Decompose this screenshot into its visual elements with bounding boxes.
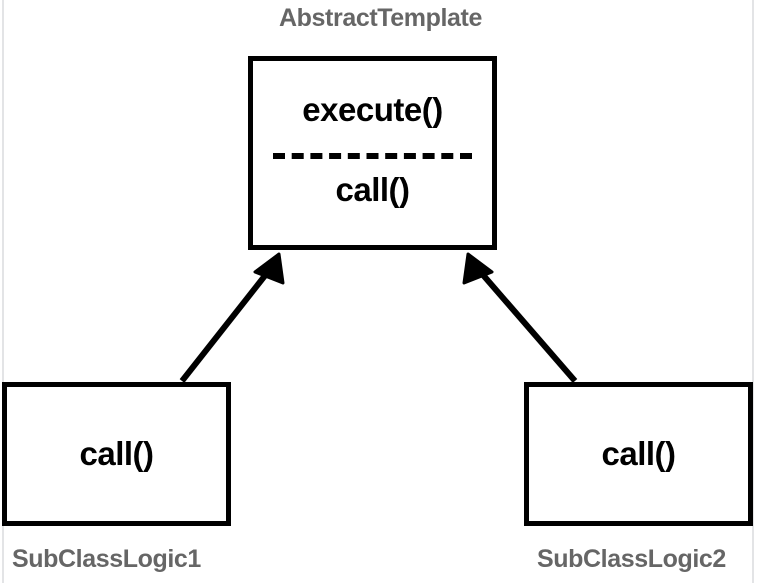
class-caption-abstract-template: AbstractTemplate	[279, 4, 482, 32]
class-box-subclass-logic-1[interactable]: call()	[2, 382, 231, 526]
page-rail-right	[752, 0, 754, 583]
generalization-arrow-subclass-1	[179, 252, 285, 383]
class-caption-subclass-logic-1: SubClassLogic1	[12, 545, 201, 573]
member-call-subclass-2: call()	[601, 435, 676, 472]
member-execute: execute()	[302, 91, 443, 128]
member-call-abstract: call()	[335, 171, 410, 208]
generalization-arrow-subclass-2	[462, 252, 578, 383]
page-rail-left	[2, 0, 4, 583]
class-box-subclass-logic-2[interactable]: call()	[524, 382, 753, 526]
class-caption-subclass-logic-2: SubClassLogic2	[537, 545, 726, 573]
class-box-abstract-template[interactable]: execute() call()	[248, 56, 497, 250]
member-call-subclass-1: call()	[79, 435, 154, 472]
member-separator-dashed	[273, 153, 472, 159]
